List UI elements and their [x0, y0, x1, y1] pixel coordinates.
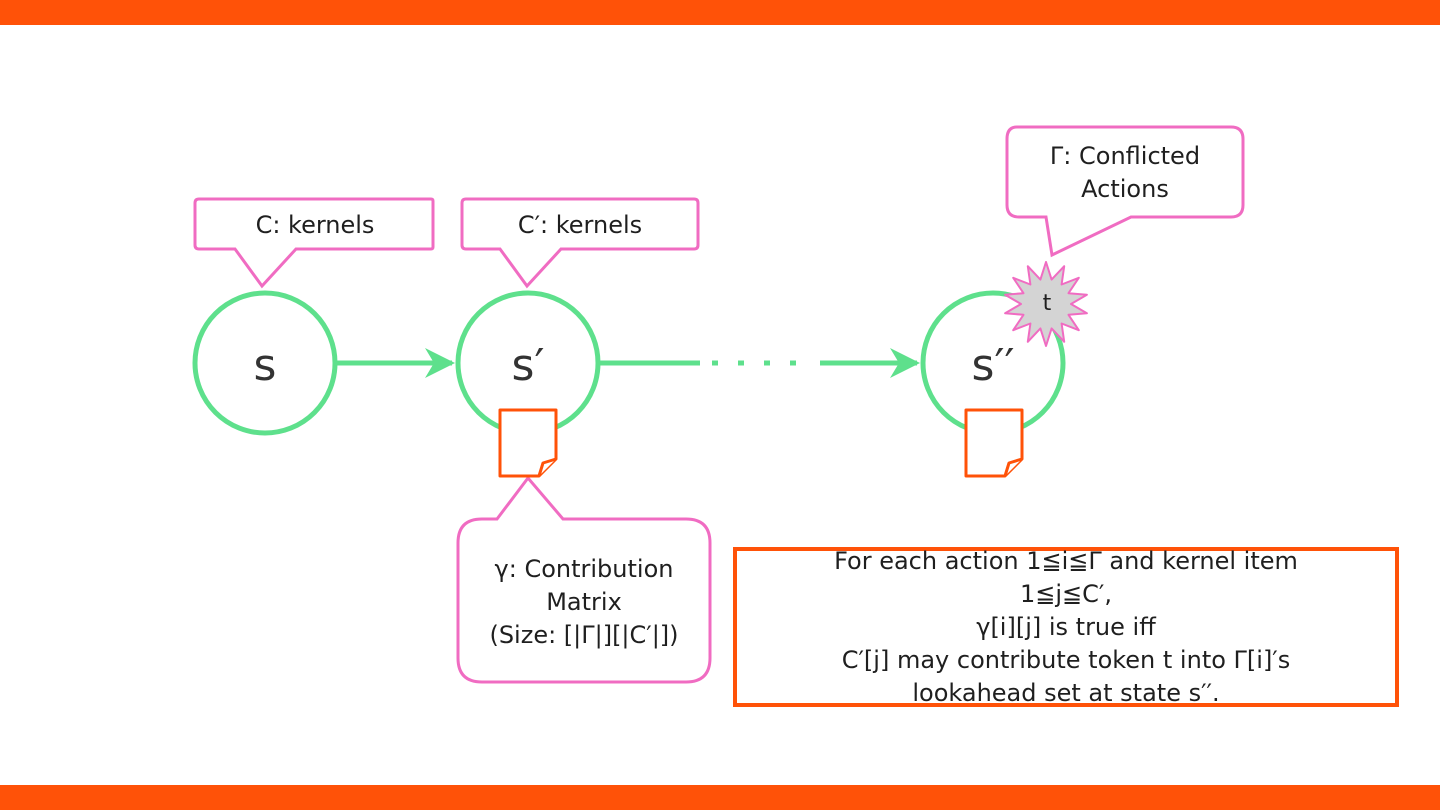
note-line: γ[i][j] is true iff — [976, 612, 1156, 641]
state-s-double-prime-label: s′′ — [971, 339, 1015, 391]
top-accent-bar — [0, 0, 1440, 25]
callout-c-prime-kernels-shape — [460, 197, 700, 289]
bottom-accent-bar — [0, 785, 1440, 810]
note-line: 1≦j≦C′, — [1020, 579, 1112, 608]
note-line: C′[j] may contribute token t into Γ[i]′s — [841, 645, 1291, 674]
explanation-note-box: For each action 1≦i≦Γ and kernel item 1≦j… — [733, 547, 1399, 707]
state-s-label: s — [253, 339, 277, 391]
note-line: For each action 1≦i≦Γ and kernel item — [834, 546, 1298, 575]
note-line: lookahead set at state s′′. — [912, 678, 1220, 707]
callout-c-kernels-shape — [193, 197, 435, 289]
token-t-label: t — [1042, 290, 1052, 316]
callout-contribution-matrix-shape — [456, 475, 712, 684]
state-s-circle — [192, 290, 338, 436]
callout-conflicted-actions-text: Γ: Conflicted Actions — [1049, 141, 1201, 203]
callout-c-prime-kernels-text: C′: kernels — [517, 210, 643, 239]
callout-conflicted-actions-shape — [1005, 125, 1245, 258]
callout-c-kernels-text: C: kernels — [255, 210, 375, 239]
starburst-icon — [1004, 261, 1088, 347]
document-icon — [964, 408, 1024, 478]
document-icon — [498, 408, 558, 478]
state-s-prime-label: s′ — [511, 339, 545, 391]
callout-contribution-matrix-text: γ: Contribution Matrix (Size: [|Γ|][|C′|… — [489, 555, 679, 649]
